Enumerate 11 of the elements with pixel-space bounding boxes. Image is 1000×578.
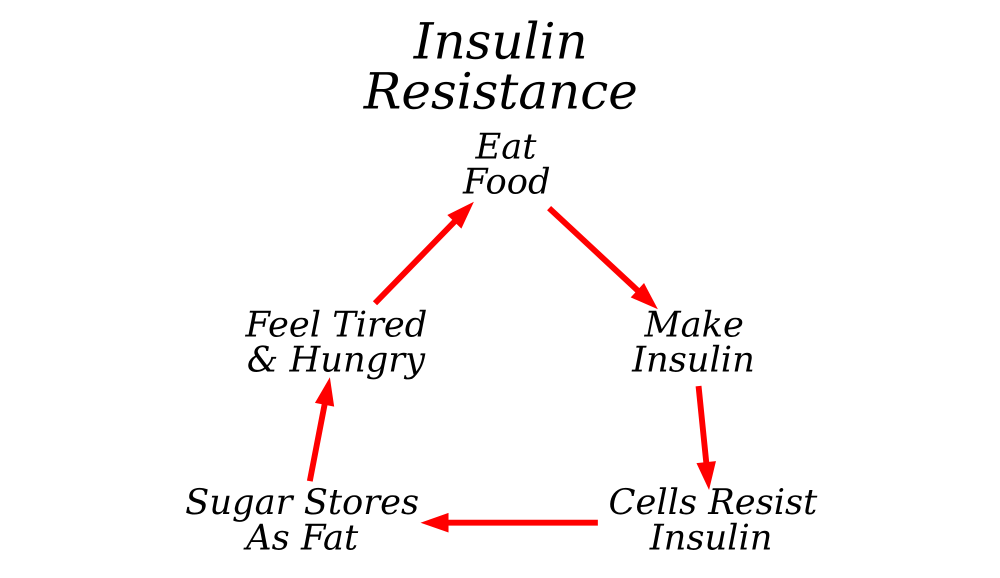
node-text: Eat Food <box>462 126 550 203</box>
node-text: Sugar Stores As Fat <box>184 482 419 558</box>
node-text: Make Insulin <box>632 304 754 381</box>
node-text: Cells Resist Insulin <box>608 482 817 558</box>
diagram-title: Insulin Resistance <box>363 12 638 120</box>
arrow <box>695 386 716 490</box>
node-text: Feel Tired & Hungry <box>244 304 427 381</box>
arrow <box>420 512 598 533</box>
arrow <box>306 377 334 482</box>
arrow <box>546 206 658 310</box>
arrow <box>372 202 474 306</box>
